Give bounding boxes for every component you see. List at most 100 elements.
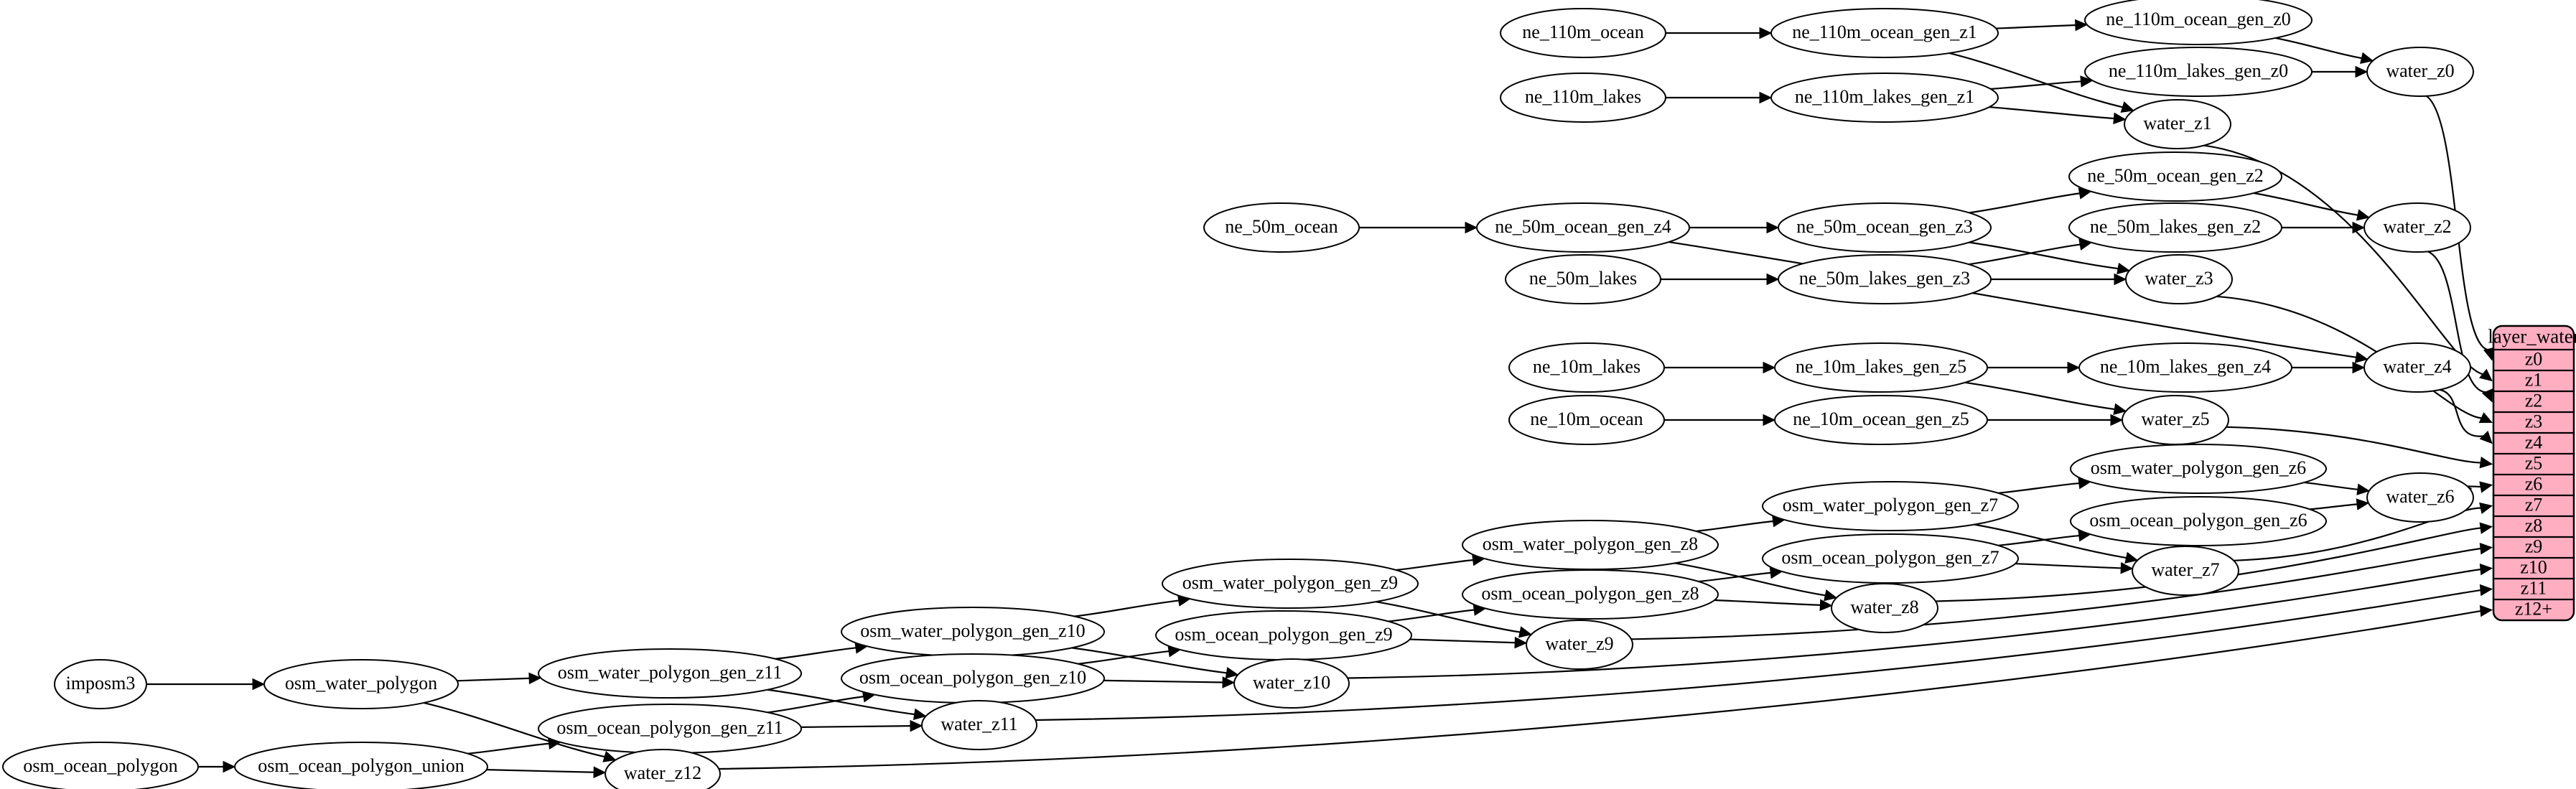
node-osm_ocean_polygon_union[interactable]: osm_ocean_polygon_union [234, 742, 488, 789]
node-ne_110m_ocean[interactable]: ne_110m_ocean [1500, 8, 1666, 58]
edge-ne_50m_ocean_gen_z2-to-water_z2 [2253, 192, 2359, 216]
node-ne_10m_ocean[interactable]: ne_10m_ocean [1508, 395, 1665, 445]
node-shape-osm_water_polygon [263, 659, 459, 709]
node-shape-ne_10m_ocean_gen_z5 [1774, 395, 1988, 445]
node-label-ne_110m_lakes_gen_z0: ne_110m_lakes_gen_z0 [2109, 60, 2288, 81]
node-label-osm_water_polygon_gen_z6: osm_water_polygon_gen_z6 [2091, 457, 2306, 478]
arrow-head-icon [1766, 273, 1780, 286]
node-imposm3[interactable]: imposm3 [54, 659, 147, 709]
node-ne_50m_ocean_gen_z2[interactable]: ne_50m_ocean_gen_z2 [2068, 151, 2282, 202]
node-water_z5[interactable]: water_z5 [2122, 395, 2229, 445]
node-water_z3[interactable]: water_z3 [2125, 254, 2233, 304]
node-ne_50m_ocean_gen_z4[interactable]: ne_50m_ocean_gen_z4 [1476, 202, 1690, 253]
node-water_z11[interactable]: water_z11 [921, 700, 1037, 750]
node-ne_10m_lakes_gen_z5[interactable]: ne_10m_lakes_gen_z5 [1774, 342, 1988, 393]
node-osm_water_polygon_gen_z10[interactable]: osm_water_polygon_gen_z10 [841, 607, 1105, 657]
node-label-ne_10m_lakes_gen_z5: ne_10m_lakes_gen_z5 [1796, 356, 1966, 377]
node-water_z6[interactable]: water_z6 [2366, 472, 2474, 523]
node-ne_50m_ocean_gen_z3[interactable]: ne_50m_ocean_gen_z3 [1778, 202, 1992, 253]
node-label-ne_50m_lakes_gen_z3: ne_50m_lakes_gen_z3 [1799, 268, 1970, 289]
edge-water_z4-to-layer_water-z4 [2439, 388, 2486, 437]
arrow-head-icon [913, 708, 927, 721]
node-water_z1[interactable]: water_z1 [2124, 99, 2231, 149]
node-shape-ne_50m_lakes_gen_z2 [2068, 202, 2282, 253]
node-ne_50m_lakes_gen_z3[interactable]: ne_50m_lakes_gen_z3 [1778, 254, 1992, 304]
node-osm_ocean_polygon_gen_z10[interactable]: osm_ocean_polygon_gen_z10 [841, 653, 1105, 704]
node-ne_110m_lakes_gen_z0[interactable]: ne_110m_lakes_gen_z0 [2084, 47, 2313, 97]
table-row-label-z5: z5 [2525, 452, 2543, 473]
arrow-head-icon [2074, 19, 2088, 32]
node-shape-water_z3 [2125, 254, 2233, 304]
edge-osm_ocean_polygon_gen_z9-to-water_z9 [1409, 638, 1516, 644]
arrow-head-icon [2114, 273, 2127, 286]
node-ne_10m_ocean_gen_z5[interactable]: ne_10m_ocean_gen_z5 [1774, 395, 1988, 445]
node-osm_ocean_polygon_gen_z8[interactable]: osm_ocean_polygon_gen_z8 [1462, 569, 1719, 620]
node-shape-ne_110m_ocean [1500, 8, 1666, 58]
node-osm_ocean_polygon_gen_z9[interactable]: osm_ocean_polygon_gen_z9 [1155, 610, 1412, 660]
node-osm_water_polygon_gen_z8[interactable]: osm_water_polygon_gen_z8 [1462, 520, 1719, 570]
node-label-water_z11: water_z11 [941, 714, 1017, 734]
node-shape-osm_ocean_polygon_gen_z8 [1462, 569, 1719, 620]
arrow-head-icon [1518, 626, 1532, 638]
node-label-osm_ocean_polygon_gen_z7: osm_ocean_polygon_gen_z7 [1781, 547, 1999, 568]
table-row-label-z8: z8 [2525, 515, 2543, 536]
node-shape-osm_ocean_polygon_union [234, 742, 488, 789]
node-label-osm_ocean_polygon: osm_ocean_polygon [23, 755, 177, 776]
table-row-label-z0: z0 [2525, 348, 2543, 369]
node-osm_ocean_polygon_gen_z7[interactable]: osm_ocean_polygon_gen_z7 [1762, 533, 2019, 584]
node-water_z10[interactable]: water_z10 [1233, 658, 1350, 709]
arrow-head-icon [2479, 584, 2493, 597]
node-osm_water_polygon_gen_z9[interactable]: osm_water_polygon_gen_z9 [1162, 559, 1419, 609]
layer-water-table-title: layer_water [2488, 326, 2576, 347]
arrow-head-icon [2479, 430, 2493, 444]
node-ne_10m_lakes[interactable]: ne_10m_lakes [1508, 342, 1665, 393]
arrow-head-icon [223, 760, 236, 773]
node-ne_110m_lakes_gen_z1[interactable]: ne_110m_lakes_gen_z1 [1770, 73, 1999, 123]
node-ne_50m_lakes[interactable]: ne_50m_lakes [1505, 254, 1661, 304]
node-label-osm_water_polygon_gen_z10: osm_water_polygon_gen_z10 [860, 620, 1085, 641]
node-shape-water_z11 [921, 700, 1037, 750]
node-shape-water_z12 [605, 749, 721, 789]
arrow-head-icon [2080, 75, 2094, 88]
node-ne_50m_ocean[interactable]: ne_50m_ocean [1203, 202, 1360, 253]
node-water_z7[interactable]: water_z7 [2132, 546, 2239, 596]
arrow-head-icon [1763, 361, 1776, 374]
node-water_z8[interactable]: water_z8 [1831, 583, 1938, 633]
node-water_z0[interactable]: water_z0 [2366, 47, 2474, 97]
node-label-ne_10m_lakes: ne_10m_lakes [1533, 356, 1641, 377]
edge-ne_10m_lakes_gen_z5-to-water_z5 [1964, 381, 2116, 411]
node-water_z9[interactable]: water_z9 [1526, 620, 1633, 670]
node-label-ne_110m_lakes: ne_110m_lakes [1525, 86, 1641, 107]
node-osm_ocean_polygon_gen_z6[interactable]: osm_ocean_polygon_gen_z6 [2070, 496, 2327, 546]
node-ne_110m_lakes[interactable]: ne_110m_lakes [1500, 73, 1666, 123]
edge-osm_water_polygon_gen_z8-to-water_z8 [1675, 562, 1827, 597]
node-osm_water_polygon_gen_z7[interactable]: osm_water_polygon_gen_z7 [1762, 481, 2019, 531]
edge-ne_110m_lakes_gen_z1-to-ne_110m_lakes_gen_z0 [1990, 80, 2083, 90]
node-ne_50m_lakes_gen_z2[interactable]: ne_50m_lakes_gen_z2 [2068, 202, 2282, 253]
node-label-ne_50m_ocean_gen_z4: ne_50m_ocean_gen_z4 [1495, 216, 1671, 237]
node-ne_10m_lakes_gen_z4[interactable]: ne_10m_lakes_gen_z4 [2078, 342, 2292, 393]
arrow-head-icon [2479, 604, 2493, 617]
node-label-osm_water_polygon: osm_water_polygon [285, 673, 437, 694]
node-osm_ocean_polygon_gen_z11[interactable]: osm_ocean_polygon_gen_z11 [538, 704, 802, 754]
node-osm_ocean_polygon[interactable]: osm_ocean_polygon [2, 742, 199, 789]
node-osm_water_polygon[interactable]: osm_water_polygon [263, 659, 459, 709]
arrow-head-icon [910, 719, 923, 732]
node-shape-ne_110m_ocean_gen_z0 [2084, 0, 2313, 45]
node-label-water_z3: water_z3 [2145, 268, 2213, 289]
edge-osm_ocean_polygon_gen_z11-to-water_z11 [801, 724, 912, 728]
arrow-head-icon [252, 678, 266, 691]
edge-osm_ocean_polygon_gen_z7-to-water_z7 [2015, 563, 2122, 569]
node-shape-ne_110m_ocean_gen_z1 [1770, 8, 1999, 58]
node-label-osm_ocean_polygon_gen_z11: osm_ocean_polygon_gen_z11 [556, 717, 783, 738]
node-shape-water_z0 [2366, 47, 2474, 97]
node-ne_110m_ocean_gen_z0[interactable]: ne_110m_ocean_gen_z0 [2084, 0, 2313, 45]
node-water_z4[interactable]: water_z4 [2363, 342, 2471, 393]
arrow-head-icon [2352, 361, 2366, 374]
node-osm_water_polygon_gen_z6[interactable]: osm_water_polygon_gen_z6 [2070, 444, 2327, 494]
node-water_z2[interactable]: water_z2 [2363, 202, 2471, 253]
arrow-head-icon [602, 750, 617, 762]
node-water_z12[interactable]: water_z12 [605, 749, 721, 789]
node-ne_110m_ocean_gen_z1[interactable]: ne_110m_ocean_gen_z1 [1770, 8, 1999, 58]
node-osm_water_polygon_gen_z11[interactable]: osm_water_polygon_gen_z11 [538, 648, 802, 699]
